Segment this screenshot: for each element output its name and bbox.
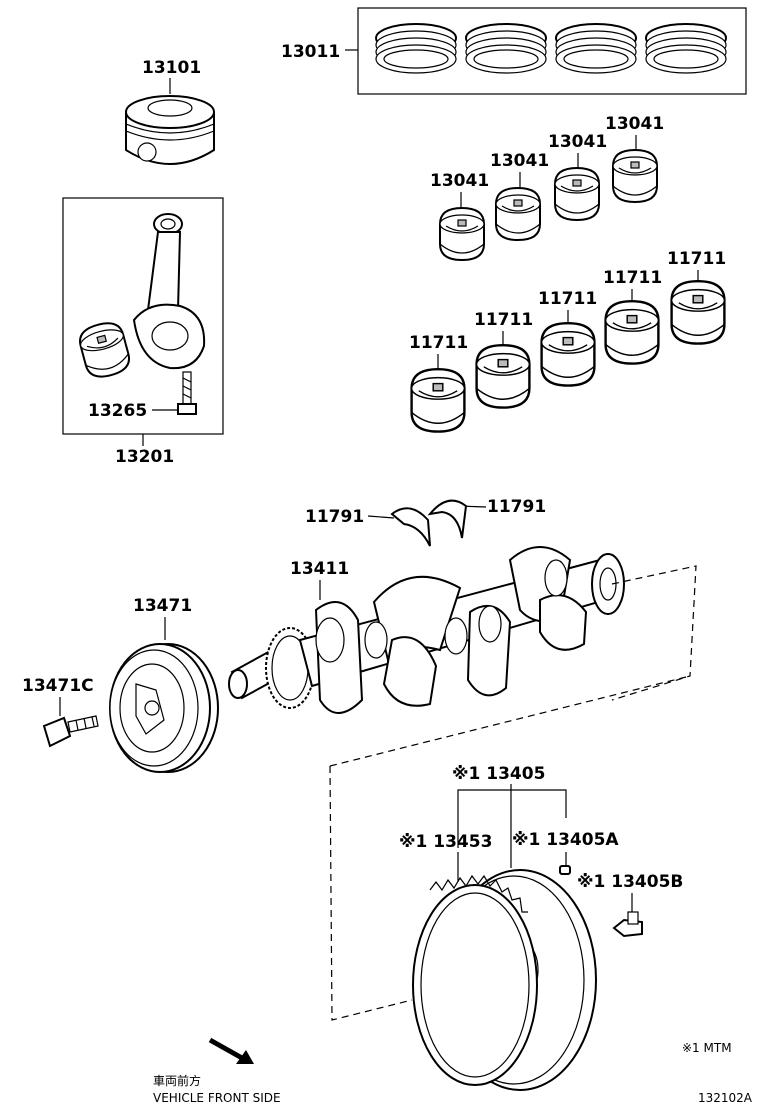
label-main-bearing-1: 11711 xyxy=(409,333,468,353)
label-conrod-bolt: 13265 xyxy=(88,401,147,421)
vehicle-front-arrow-icon xyxy=(208,1037,254,1064)
label-piston-rings: 13011 xyxy=(281,42,340,62)
label-conrod-bearing-3: 13041 xyxy=(548,132,607,152)
note-front-en: VEHICLE FRONT SIDE xyxy=(153,1091,281,1105)
label-piston: 13101 xyxy=(142,58,201,78)
crankshaft xyxy=(228,546,625,714)
label-main-bearing-3: 11711 xyxy=(538,289,597,309)
label-crankshaft: 13411 xyxy=(290,559,349,579)
label-crank-pulley: 13471 xyxy=(133,596,192,616)
piston-ring-set-1 xyxy=(375,23,457,74)
conrod-bearing-2 xyxy=(495,187,541,241)
label-flywheel-pin: ※1 13405A xyxy=(512,830,619,850)
note-mtm: ※1 MTM xyxy=(682,1041,732,1055)
label-ring-gear: ※1 13453 xyxy=(399,832,492,852)
conrod-bearing-4 xyxy=(612,149,658,203)
diagram-number: 132102A xyxy=(698,1091,753,1105)
piston-ring-set-2 xyxy=(465,23,547,74)
conrod-bolt xyxy=(177,371,197,415)
main-bearing-1 xyxy=(410,368,466,433)
alignment-dashed-line-left xyxy=(329,765,413,1021)
label-thrust-washer-right: 11791 xyxy=(487,497,546,517)
conrod-bearing-3 xyxy=(554,167,600,221)
alignment-dashed-line-crank xyxy=(611,565,697,701)
pulley-bolt xyxy=(42,715,99,748)
piston-ring-set-3 xyxy=(555,23,637,74)
ring-gear xyxy=(412,874,538,1086)
main-bearing-3 xyxy=(540,322,596,387)
piston-ring-box xyxy=(357,7,747,95)
label-conrod-bearing-4: 13041 xyxy=(605,114,664,134)
piston xyxy=(125,95,215,165)
main-bearing-2 xyxy=(475,344,531,409)
label-flywheel: ※1 13405 xyxy=(452,764,545,784)
connecting-rod xyxy=(132,213,206,370)
conrod-bearing-shell-loose xyxy=(75,318,134,382)
label-main-bearing-4: 11711 xyxy=(603,268,662,288)
note-front-jp: 車両前方 xyxy=(153,1073,201,1088)
conrod-bearing-1 xyxy=(439,207,485,261)
label-pulley-bolt: 13471C xyxy=(22,676,94,696)
thrust-washer-left xyxy=(390,507,431,547)
flywheel-bolt xyxy=(612,911,643,938)
label-thrust-washer-left: 11791 xyxy=(305,507,364,527)
label-conrod-bearing-2: 13041 xyxy=(490,151,549,171)
label-main-bearing-2: 11711 xyxy=(474,310,533,330)
crank-pulley xyxy=(109,643,219,773)
label-main-bearing-5: 11711 xyxy=(667,249,726,269)
piston-ring-set-4 xyxy=(645,23,727,74)
leader-11791-left xyxy=(367,515,395,519)
main-bearing-4 xyxy=(604,300,660,365)
alignment-dashed-line-top xyxy=(329,675,691,767)
label-flywheel-bolt: ※1 13405B xyxy=(577,872,683,892)
label-conrod-bearing-1: 13041 xyxy=(430,171,489,191)
bracket-13405 xyxy=(457,789,567,848)
flywheel-pin xyxy=(559,865,571,875)
label-conrod-assembly: 13201 xyxy=(115,447,174,467)
main-bearing-5 xyxy=(670,280,726,345)
thrust-washer-right xyxy=(427,499,468,539)
